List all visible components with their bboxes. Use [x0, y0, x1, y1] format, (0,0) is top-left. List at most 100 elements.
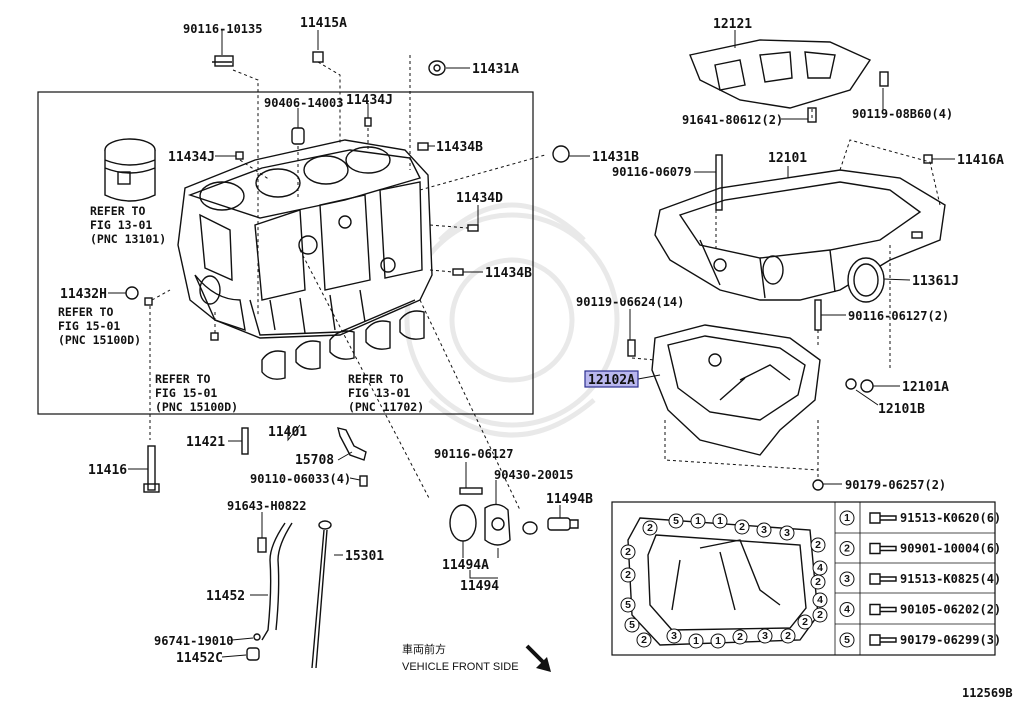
label-11431B: 11431B: [592, 150, 639, 165]
ref-bl-line3: (PNC 15100D): [155, 400, 238, 414]
bolt-icon: [869, 512, 897, 524]
block-frame: [37, 91, 534, 415]
pan-bolt-bottom-row-2-ring: [688, 633, 704, 649]
legend-marker-2: 2: [839, 541, 855, 556]
pan-bolt-bottom-row-1-number: 3: [671, 630, 677, 642]
ref-piston-line1: REFER TO: [90, 204, 145, 218]
legend-part-1: 91513-K0620(6): [900, 511, 1001, 525]
pan-bolt-top-row-0-number: 2: [647, 522, 653, 534]
legend-marker-3-number: 3: [844, 573, 850, 585]
bearings-drawing: [261, 310, 425, 380]
label-11434J-top: 11434J: [346, 93, 393, 108]
ref-piston-line3: (PNC 13101): [90, 232, 166, 246]
legend-marker-1-number: 1: [844, 512, 850, 524]
legend-marker-1-ring: [839, 510, 855, 526]
label-12101: 12101: [768, 151, 807, 166]
pan-bolt-right-col-2: 2: [810, 574, 826, 590]
label-15301: 15301: [345, 549, 384, 564]
pan-bolt-top-row-3: 1: [712, 513, 728, 529]
pan-bolt-right-col-3-ring: [812, 592, 828, 608]
pan-bolt-top-row-2: 1: [690, 513, 706, 529]
label-12101B: 12101B: [878, 402, 925, 417]
legend-marker-2-ring: [839, 541, 855, 556]
ref-bl-line2: FIG 15-01: [155, 386, 217, 400]
front-en-label: VEHICLE FRONT SIDE: [402, 661, 519, 673]
pan-bolt-top-row-0: 2: [642, 520, 658, 536]
pan-bolt-top-row-1: 5: [668, 513, 684, 529]
pan-bolt-bottom-row-2-number: 1: [693, 635, 699, 647]
pan-bolt-bottom-row-0-ring: [636, 632, 652, 648]
label-90430-20015: 90430-20015: [494, 468, 573, 482]
lower-oil-pan-drawing: [627, 299, 874, 491]
pan-bolt-top-row-2-ring: [690, 513, 706, 529]
legend-part-5: 90179-06299(3): [900, 633, 1001, 647]
pan-bolt-right-col-4-ring: [812, 607, 828, 623]
label-90116-06079: 90116-06079: [612, 165, 691, 179]
pan-bolt-top-row-5-number: 3: [761, 524, 767, 536]
legend-marker-3-ring: [839, 571, 855, 587]
pan-bolt-right-col-1: 4: [812, 560, 828, 576]
pan-bolt-top-row-2-number: 1: [695, 515, 701, 527]
pan-bolt-right-col-3-number: 4: [817, 594, 823, 606]
pan-bolt-top-row-0-ring: [642, 520, 658, 536]
watermark: [404, 202, 620, 438]
label-90116-06127-2: 90116-06127(2): [848, 309, 949, 323]
label-90406-14003: 90406-14003: [264, 96, 343, 110]
label-11401: 11401: [268, 425, 307, 440]
pan-bolt-bottom-row-5: 3: [757, 628, 773, 644]
pan-bolt-left-col-2-ring: [620, 597, 636, 613]
pan-bolt-top-row-4-number: 2: [739, 521, 745, 533]
front-jp-label: 車両前方: [402, 642, 446, 656]
label-11452C: 11452C: [176, 651, 223, 666]
legend-marker-3: 3: [839, 571, 855, 587]
label-11452: 11452: [206, 589, 245, 604]
ref-br-line1: REFER TO: [348, 372, 403, 386]
pan-bolt-top-row-5: 3: [756, 522, 772, 538]
bolt-icon: [869, 634, 897, 646]
pan-bolt-top-row-5-ring: [756, 522, 772, 538]
leader-lines: [108, 30, 955, 658]
pan-bolt-right-col-2-number: 2: [815, 576, 821, 588]
legend-marker-1: 1: [839, 510, 855, 526]
label-11432H: 11432H: [60, 287, 107, 302]
legend-marker-5-ring: [839, 632, 855, 648]
pan-bolt-left-col-1-number: 2: [625, 569, 631, 581]
bolt-icon: [869, 573, 897, 585]
pan-bolt-left-col-0-ring: [620, 544, 636, 560]
pan-bolt-right-col-5-ring: [797, 614, 813, 630]
label-11361J: 11361J: [912, 274, 959, 289]
pan-bolt-top-row-4-ring: [734, 519, 750, 535]
ref-bl-line1: REFER TO: [155, 372, 210, 386]
pan-bolt-right-col-4: 2: [812, 607, 828, 623]
pan-bolt-right-col-1-number: 4: [817, 562, 823, 574]
label-11434B-mid: 11434B: [485, 266, 532, 281]
pan-bolt-right-col-0-ring: [810, 537, 826, 553]
legend-part-4: 90105-06202(2): [900, 603, 1001, 617]
pan-bolt-bottom-row-4: 2: [732, 629, 748, 645]
ref-left-line1: REFER TO: [58, 305, 113, 319]
pan-bolt-bottom-row-6-ring: [780, 628, 796, 644]
label-11416A: 11416A: [957, 153, 1004, 168]
label-11434B-top: 11434B: [436, 140, 483, 155]
inlet-drawing: [449, 503, 579, 546]
pan-bolt-top-row-6-ring: [779, 525, 795, 541]
diagram-id: 112569B: [962, 686, 1013, 700]
pan-bolt-bottom-row-0-number: 2: [641, 634, 647, 646]
pan-bolt-right-col-5-number: 2: [802, 616, 808, 628]
pan-bolt-top-row-3-number: 1: [717, 515, 723, 527]
pan-bolt-right-col-4-number: 2: [817, 609, 823, 621]
legend-marker-5: 5: [839, 632, 855, 648]
pan-bolt-top-row-3-ring: [712, 513, 728, 529]
pan-bolt-left-col-1: 2: [620, 567, 636, 583]
pan-bolt-left-col-2-number: 5: [625, 599, 631, 611]
pan-bolt-top-row-1-ring: [668, 513, 684, 529]
pan-bolt-left-col-3-number: 5: [629, 619, 635, 631]
pan-bolt-top-row-6: 3: [779, 525, 795, 541]
label-15708: 15708: [295, 453, 334, 468]
label-11494B: 11494B: [546, 492, 593, 507]
pan-bolt-bottom-row-6-number: 2: [785, 630, 791, 642]
legend-marker-2-number: 2: [844, 543, 850, 555]
pan-bolt-right-col-3: 4: [812, 592, 828, 608]
label-11434D: 11434D: [456, 191, 503, 206]
